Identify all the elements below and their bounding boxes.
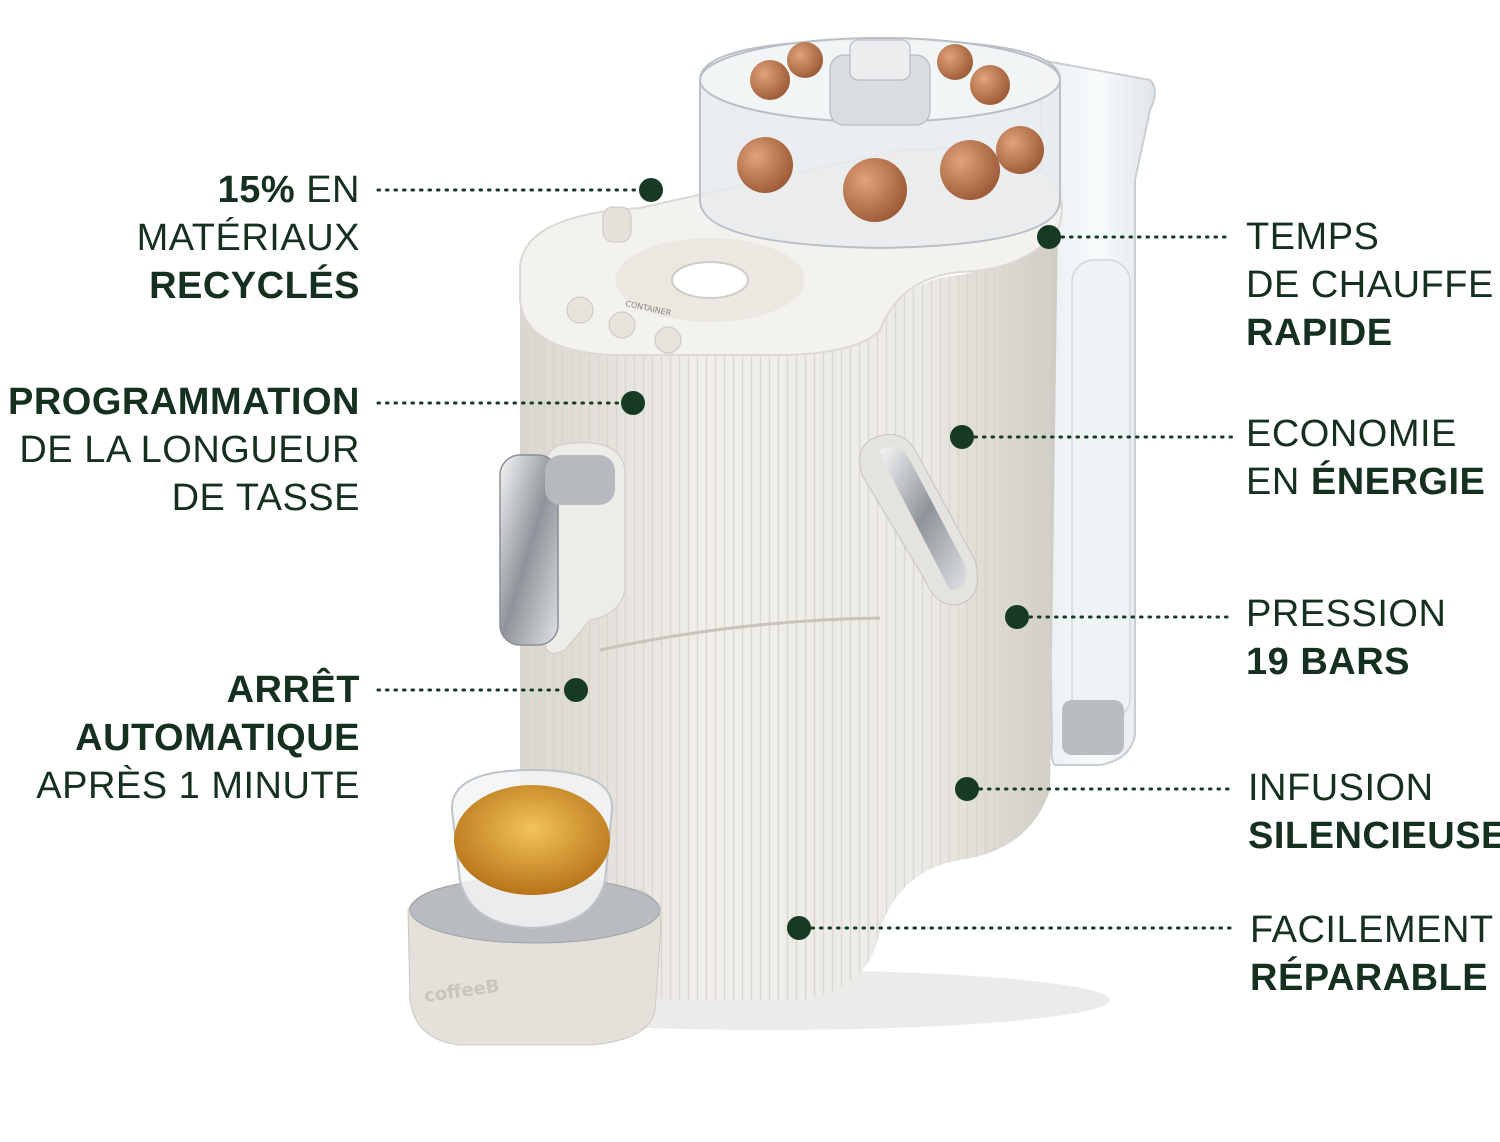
feature-auto-stop-highlight: ARRÊT <box>226 669 360 711</box>
capsule-container <box>699 37 1061 250</box>
feature-recycled-text: EN <box>306 169 360 211</box>
feature-infusion-text: INFUSION <box>1248 767 1434 809</box>
lever <box>859 433 978 606</box>
feature-energy-text-2: EN <box>1246 461 1300 503</box>
water-tank <box>1038 58 1156 766</box>
feature-recycled-highlight: 15% <box>217 169 296 211</box>
feature-repair-highlight: RÉPARABLE <box>1250 957 1489 999</box>
feature-energy-highlight: ÉNERGIE <box>1310 461 1486 503</box>
machine-body <box>520 220 1058 1000</box>
feature-heating: TEMPS DE CHAUFFE RAPIDE <box>1246 213 1494 357</box>
callout-dot-heating <box>1037 225 1061 249</box>
feature-energy: ECONOMIE EN ÉNERGIE <box>1246 410 1485 506</box>
callout-dot-repair <box>787 916 811 940</box>
callout-dot-recycled <box>639 178 663 202</box>
feature-repair: FACILEMENT RÉPARABLE <box>1250 906 1494 1002</box>
feature-recycled: 15% EN MATÉRIAUX RECYCLÉS <box>137 166 360 310</box>
feature-programming-text-2: DE TASSE <box>171 477 360 519</box>
callout-dots <box>564 178 1061 940</box>
feature-heating-text-2: DE CHAUFFE <box>1246 264 1494 306</box>
feature-recycled-highlight-2: RECYCLÉS <box>149 265 360 307</box>
feature-heating-text: TEMPS <box>1246 216 1380 258</box>
feature-auto-stop-highlight-2: AUTOMATIQUE <box>75 717 360 759</box>
feature-heating-highlight: RAPIDE <box>1246 312 1393 354</box>
callout-dot-energy <box>950 425 974 449</box>
feature-energy-text: ECONOMIE <box>1246 413 1457 455</box>
feature-repair-text: FACILEMENT <box>1250 909 1494 951</box>
coffee-balls <box>737 42 1044 222</box>
feature-pressure-text: PRESSION <box>1246 593 1447 635</box>
feature-auto-stop: ARRÊT AUTOMATIQUE APRÈS 1 MINUTE <box>36 666 360 810</box>
feature-infusion-highlight: SILENCIEUSE <box>1248 815 1500 857</box>
callout-dot-auto-stop <box>564 678 588 702</box>
feature-recycled-text-2: MATÉRIAUX <box>136 217 360 259</box>
feature-programming-text: DE LA LONGUEUR <box>19 429 360 471</box>
feature-pressure: PRESSION 19 BARS <box>1246 590 1446 686</box>
espresso-cup <box>450 768 614 930</box>
leader-lines <box>376 188 1234 930</box>
coffee-spout <box>499 442 626 654</box>
feature-pressure-highlight: 19 BARS <box>1246 641 1410 683</box>
feature-auto-stop-text: APRÈS 1 MINUTE <box>36 765 360 807</box>
callout-dot-infusion <box>955 777 979 801</box>
feature-programming-highlight: PROGRAMMATION <box>8 381 360 423</box>
feature-programming: PROGRAMMATION DE LA LONGUEUR DE TASSE <box>8 378 360 522</box>
callout-dot-pressure <box>1005 605 1029 629</box>
callout-dot-programming <box>621 391 645 415</box>
feature-infusion: INFUSION SILENCIEUSE <box>1248 764 1500 860</box>
